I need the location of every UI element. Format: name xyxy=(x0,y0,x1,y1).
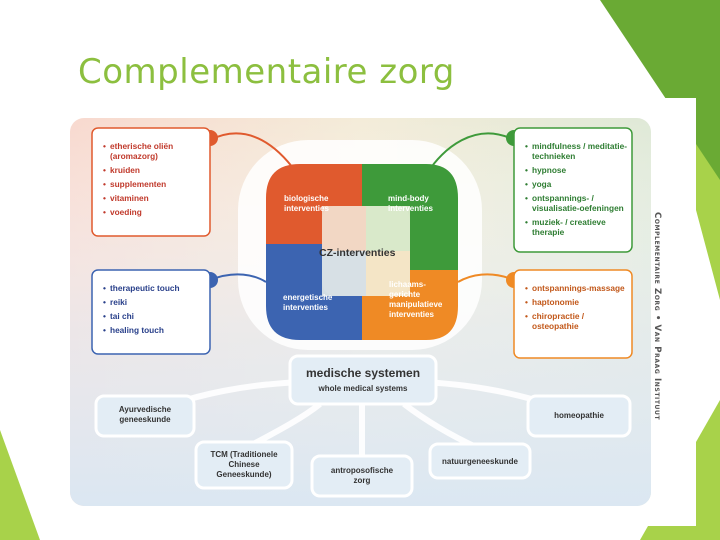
center-tint-red xyxy=(322,206,366,251)
center-tint-orange xyxy=(366,251,410,296)
list-item: ontspannings- / visualisatie-oefeningen xyxy=(525,193,629,213)
list-item: healing touch xyxy=(103,325,207,335)
medsys-box-homeopathie xyxy=(526,394,632,438)
list-item: voeding xyxy=(103,207,207,217)
list-energetisch: therapeutic touch reiki tai chi healing … xyxy=(103,283,207,339)
list-item: vitaminen xyxy=(103,193,207,203)
quadrant-label-blue: energetische interventies xyxy=(283,293,332,313)
quadrant-line: lichaams- xyxy=(389,280,426,289)
center-tint-blue xyxy=(322,251,366,296)
quadrant-line: interventies xyxy=(389,310,434,319)
list-item: therapeutic touch xyxy=(103,283,207,293)
list-biologisch: etherische oliën (aromazorg) kruiden sup… xyxy=(103,141,207,221)
list-item: muziek- / creatieve therapie xyxy=(525,217,629,237)
medsys-box-ayurveda xyxy=(94,394,196,438)
list-lichaamsgericht: ontspannings-massage haptonomie chiropra… xyxy=(525,283,625,335)
list-item: haptonomie xyxy=(525,297,625,307)
quadrant-line: mind-body xyxy=(388,194,429,203)
quadrant-line: manipulatieve xyxy=(389,300,443,309)
medsys-box-tcm xyxy=(194,440,294,490)
medical-systems-title: medische systemen xyxy=(305,366,421,380)
list-item: hypnose xyxy=(525,165,629,175)
quadrant-line: gerichte xyxy=(389,290,421,299)
deco-green-shape-left xyxy=(0,430,40,540)
list-item: supplementen xyxy=(103,179,207,189)
quadrant-blue xyxy=(266,244,362,340)
medsys-box-antroposofisch xyxy=(310,454,414,498)
quadrant-red xyxy=(266,164,362,244)
quadrant-line: biologische xyxy=(284,194,329,203)
list-item: ontspannings-massage xyxy=(525,283,625,293)
quadrant-line: interventies xyxy=(284,204,329,213)
quadrant-line: interventies xyxy=(283,303,328,312)
quadrant-line: energetische xyxy=(283,293,333,302)
medical-systems-subtitle: whole medical systems xyxy=(318,384,408,393)
quadrant-orange xyxy=(362,270,458,340)
list-item: chiropractie / osteopathie xyxy=(525,311,625,331)
quadrant-line: interventies xyxy=(388,204,433,213)
slide-title: Complementaire zorg xyxy=(78,52,455,92)
source-credit-text: Complementaire Zorg • Van Praag Instituu… xyxy=(652,212,662,421)
medsys-tcm-label: TCM (Traditionele Chinese Geneeskunde) xyxy=(210,450,278,479)
medsys-box-main xyxy=(288,354,438,406)
list-item: etherische oliën (aromazorg) xyxy=(103,141,207,161)
list-item: tai chi xyxy=(103,311,207,321)
medsys-box-natuur xyxy=(428,442,532,480)
medsys-ayurveda-label: Ayurvedische geneeskunde xyxy=(118,405,172,424)
center-label: CZ-interventies xyxy=(319,247,396,259)
list-item: reiki xyxy=(103,297,207,307)
medsys-homeopathie-label: homeopathie xyxy=(554,411,604,420)
source-credit: Complementaire Zorg • Van Praag Instituu… xyxy=(651,212,673,420)
quadrant-label-green: mind-body interventies xyxy=(388,194,433,214)
quadrant-label-red: biologische interventies xyxy=(284,194,329,214)
list-item: yoga xyxy=(525,179,629,189)
medsys-antroposofisch-label: antroposofische zorg xyxy=(330,466,394,485)
list-item: mindfulness / meditatie-technieken xyxy=(525,141,629,161)
center-tint-green xyxy=(366,206,410,251)
list-item: kruiden xyxy=(103,165,207,175)
quadrant-label-orange: lichaams- gerichte manipulatieve interve… xyxy=(389,280,442,320)
list-mind-body: mindfulness / meditatie-technieken hypno… xyxy=(525,141,629,241)
medsys-natuur-label: natuurgeneeskunde xyxy=(441,457,518,466)
